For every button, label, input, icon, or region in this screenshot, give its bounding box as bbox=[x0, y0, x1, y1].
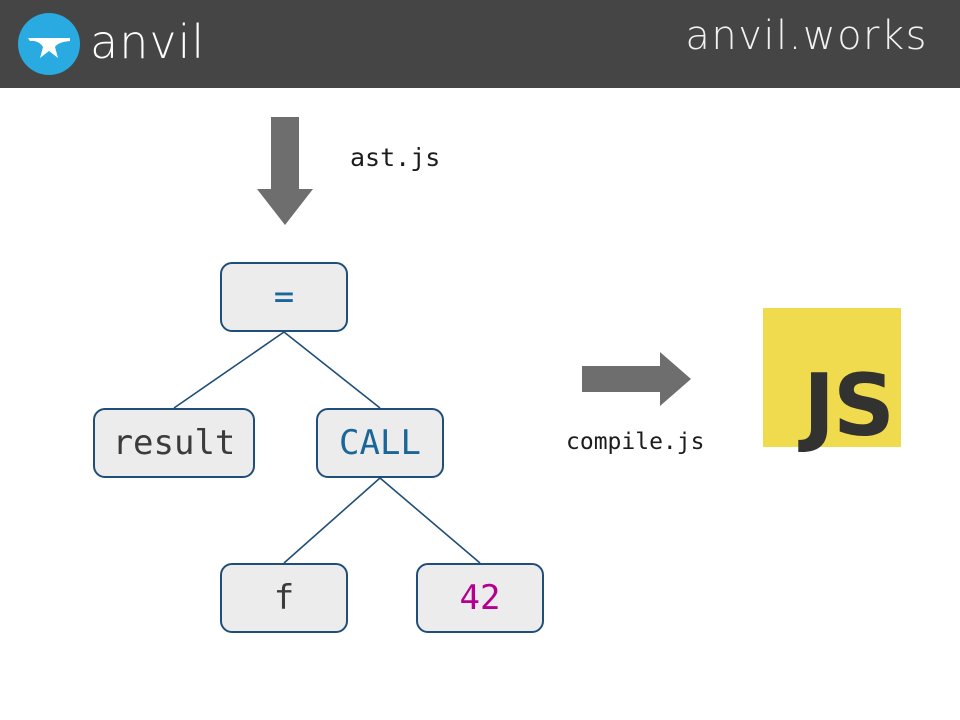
ast-node-label: = bbox=[273, 277, 295, 317]
ast-node-label: CALL bbox=[339, 423, 421, 463]
ast-node-result[interactable]: result bbox=[93, 408, 255, 478]
arrow-down-icon bbox=[257, 117, 313, 225]
ast-node-call[interactable]: CALL bbox=[316, 408, 444, 478]
ast-node-label: result bbox=[112, 423, 236, 463]
ast-node-label: f bbox=[273, 578, 295, 618]
brand-lockup[interactable]: anvil bbox=[18, 12, 205, 76]
edge-op-result bbox=[173, 331, 285, 409]
ast-file-label: ast.js bbox=[350, 143, 441, 172]
anvil-logo-icon bbox=[18, 13, 80, 75]
ast-node-function[interactable]: f bbox=[220, 563, 348, 633]
ast-node-assignment[interactable]: = bbox=[220, 262, 348, 332]
edge-call-42 bbox=[379, 477, 481, 564]
brand-name: anvil bbox=[90, 15, 206, 69]
edge-op-call bbox=[283, 331, 381, 409]
diagram-canvas: ast.js compile.js = result CALL f 42 JS bbox=[0, 88, 960, 720]
edge-call-f bbox=[283, 477, 381, 564]
javascript-logo-text: JS bbox=[803, 356, 895, 456]
ast-node-label: 42 bbox=[459, 578, 501, 618]
arrow-right-icon bbox=[582, 352, 691, 406]
compile-file-label: compile.js bbox=[566, 429, 705, 455]
site-url: anvil.works bbox=[685, 13, 928, 59]
javascript-logo-icon: JS bbox=[763, 308, 901, 456]
ast-node-number[interactable]: 42 bbox=[416, 563, 544, 633]
page-header: anvil anvil.works bbox=[0, 0, 960, 88]
